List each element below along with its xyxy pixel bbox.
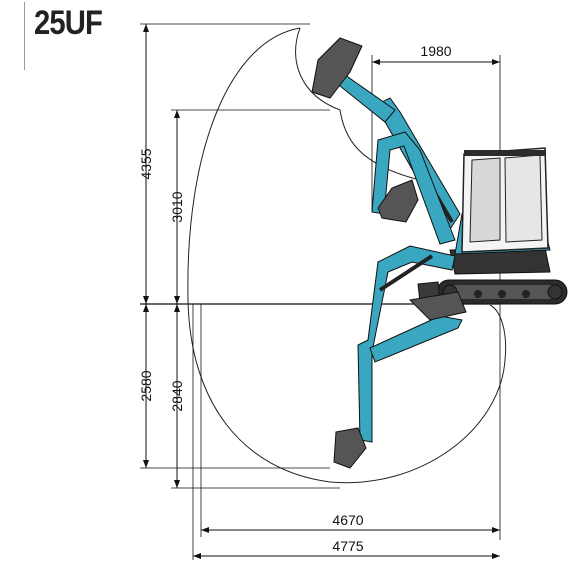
model-title: 25UF [34, 4, 103, 42]
operator-cab [461, 147, 549, 253]
dim-label-4775: 4775 [332, 538, 363, 554]
dimension-2840: 2840 [169, 304, 340, 489]
boom-mid [371, 131, 456, 245]
dim-label-1980: 1980 [420, 43, 451, 59]
working-range-envelope [187, 27, 507, 484]
dimension-3010: 3010 [169, 109, 330, 304]
dim-label-2840: 2840 [169, 380, 185, 411]
dimension-4670: 4670 [200, 304, 500, 537]
boom-lowered [333, 245, 467, 469]
dimension-4355: 4355 [138, 23, 310, 304]
dim-label-4670: 4670 [332, 512, 363, 528]
dim-label-2580: 2580 [138, 370, 154, 401]
dimension-4775: 4775 [192, 304, 500, 560]
dimension-2580: 2580 [138, 304, 330, 469]
dim-label-3010: 3010 [169, 191, 185, 222]
title-divider [24, 2, 25, 70]
dim-label-4355: 4355 [138, 148, 154, 179]
